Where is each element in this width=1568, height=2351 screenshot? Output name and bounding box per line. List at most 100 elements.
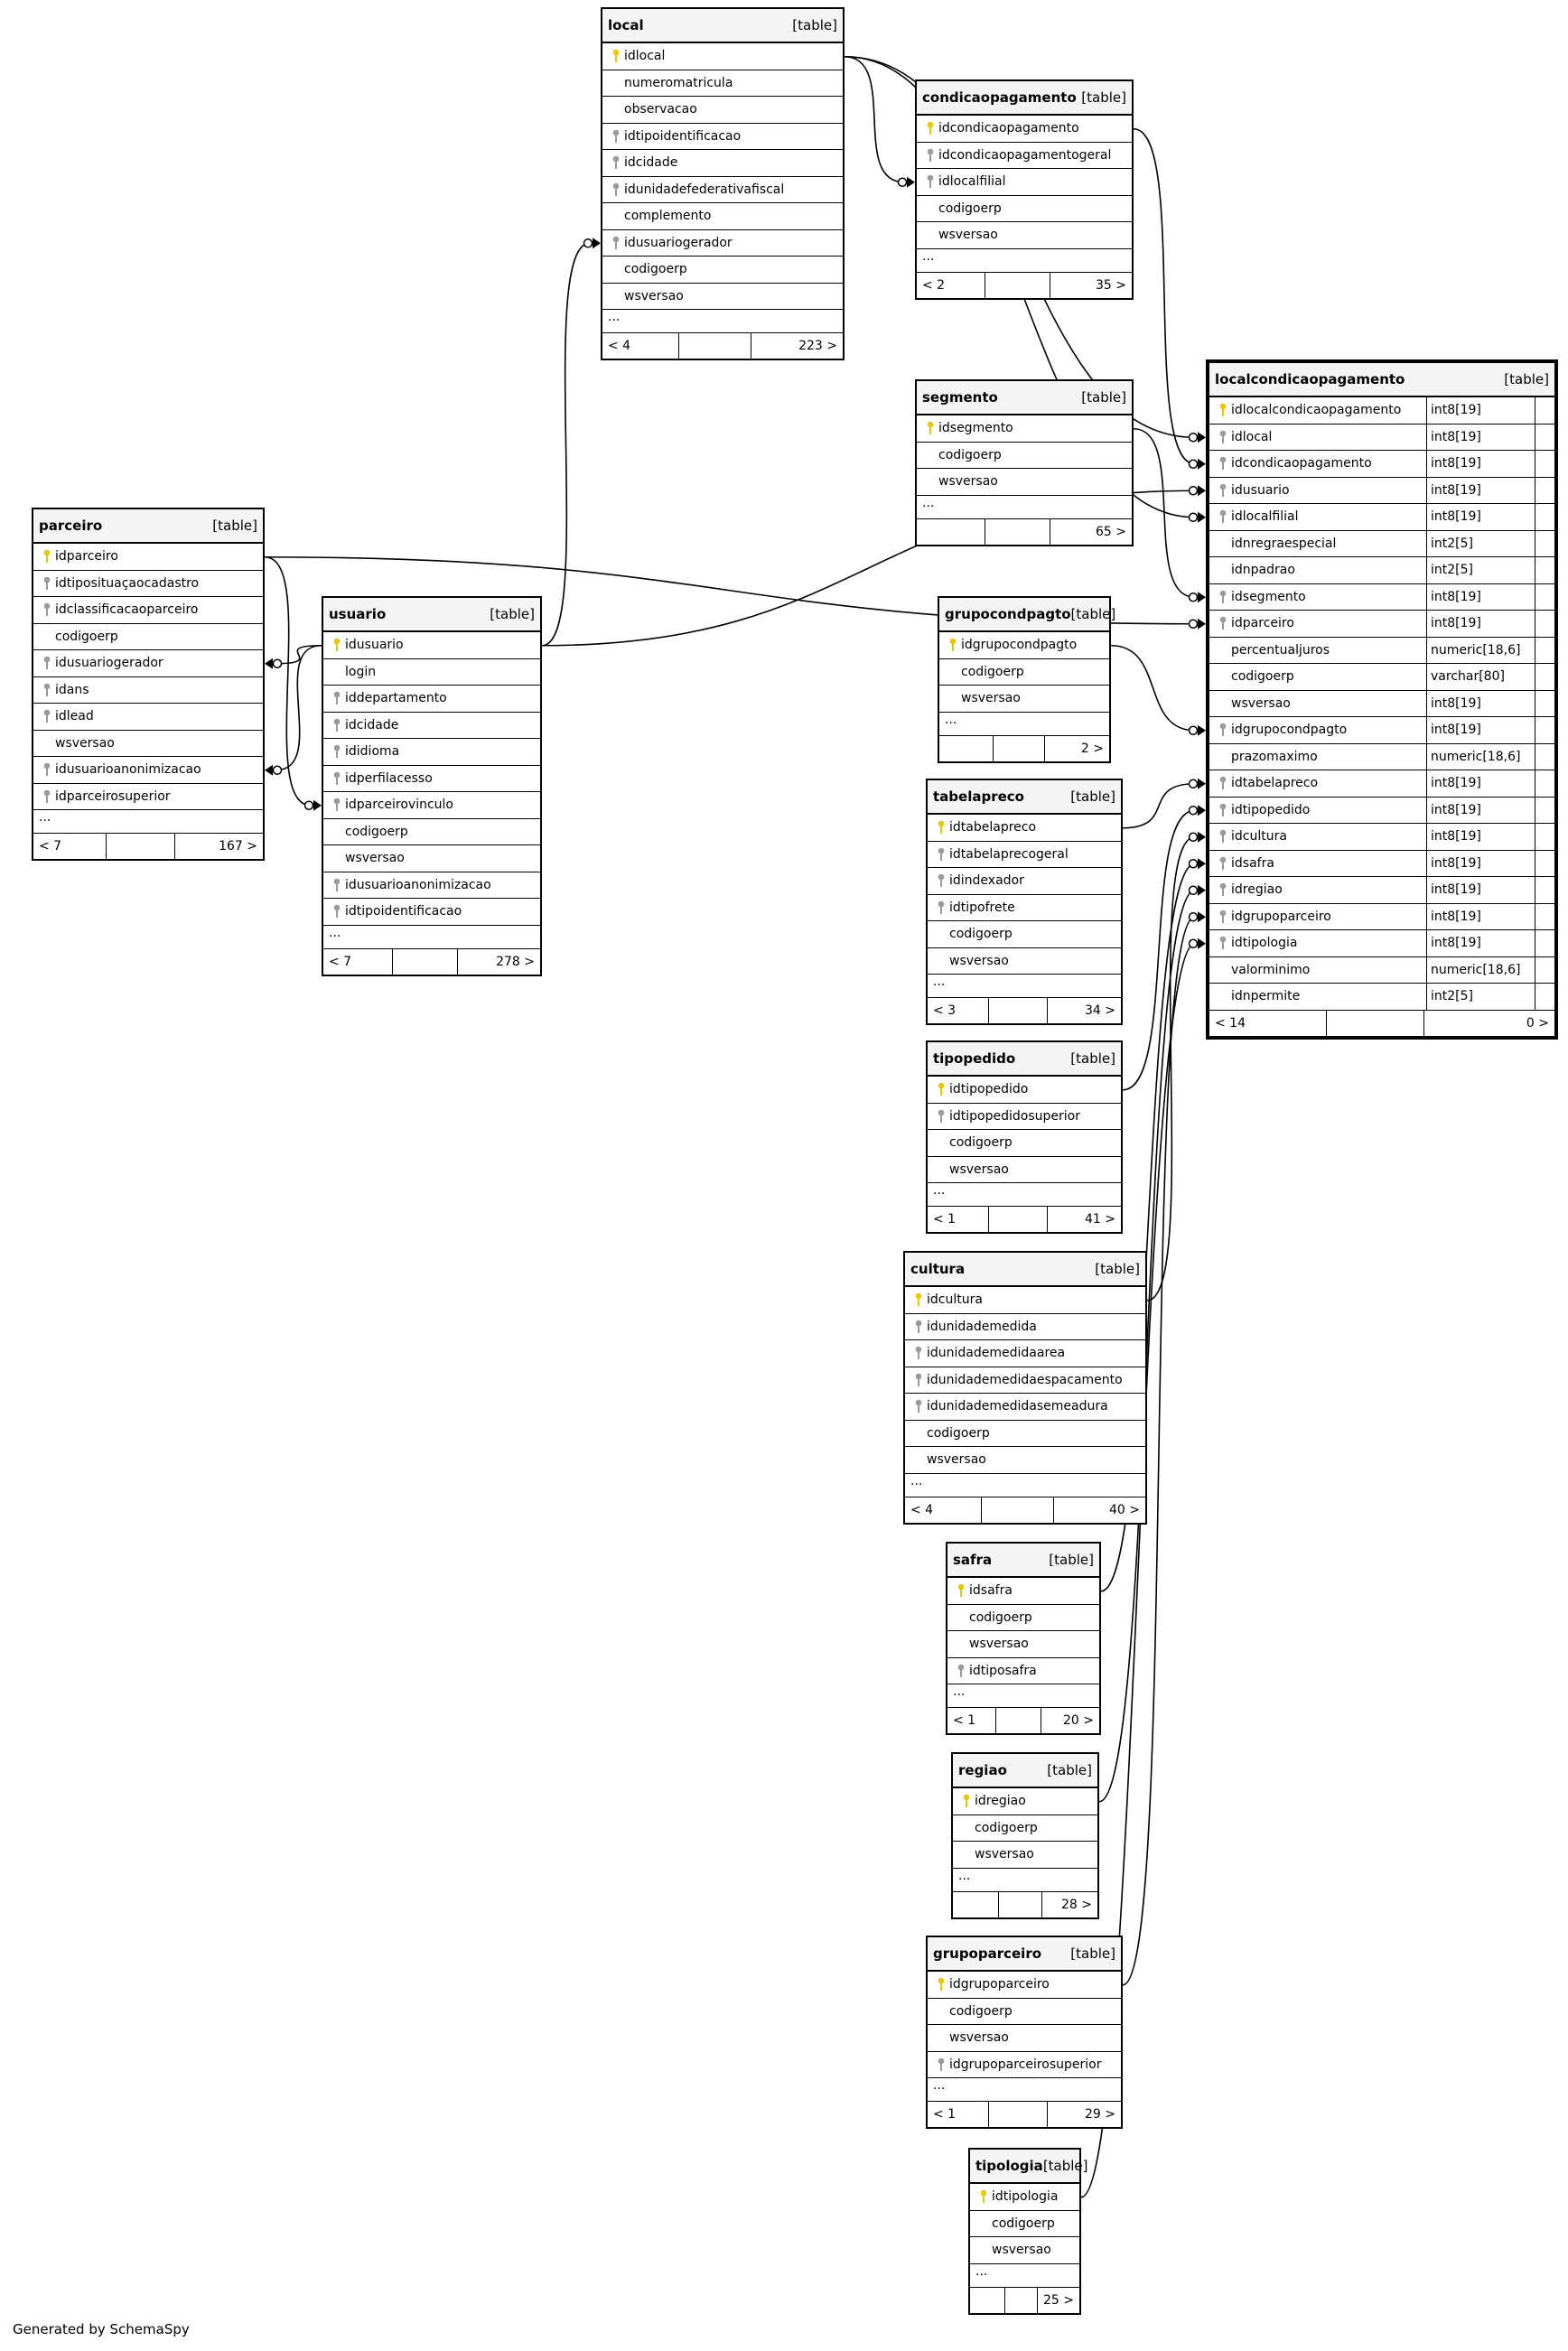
table-name[interactable]: cultura bbox=[910, 1261, 966, 1277]
column-row[interactable]: complemento bbox=[602, 203, 843, 230]
column-row[interactable]: idregiao bbox=[953, 1788, 1097, 1815]
child-count[interactable]: 20 > bbox=[1063, 1713, 1094, 1728]
parent-count[interactable] bbox=[939, 735, 994, 761]
parent-count[interactable]: < 7 bbox=[323, 948, 393, 975]
column-row[interactable]: idtipopedidosuperior bbox=[928, 1104, 1121, 1130]
column-row[interactable]: idtabelaprecogeral bbox=[928, 842, 1121, 868]
table-condicaopagamento[interactable]: condicaopagamento[table]idcondicaopagame… bbox=[915, 79, 1134, 300]
column-row[interactable]: idtabelapreco bbox=[928, 815, 1121, 842]
column-row[interactable]: idgrupoparceirosuperior bbox=[928, 2052, 1121, 2078]
table-name[interactable]: parceiro bbox=[39, 518, 103, 534]
column-row[interactable]: wsversao bbox=[947, 1631, 1099, 1658]
table-name[interactable]: condicaopagamento bbox=[922, 89, 1077, 106]
column-row[interactable]: idparceirosuperior bbox=[33, 784, 263, 810]
child-count[interactable]: 0 > bbox=[1526, 1015, 1549, 1031]
column-row[interactable]: idunidademedidaespacamento bbox=[905, 1367, 1145, 1394]
column-row[interactable]: idusuariogerador bbox=[602, 230, 843, 257]
child-count[interactable]: 34 > bbox=[1085, 1003, 1115, 1018]
parent-count[interactable]: < 3 bbox=[928, 998, 990, 1023]
child-count[interactable]: 278 > bbox=[496, 954, 535, 969]
parent-count[interactable] bbox=[970, 2287, 1005, 2313]
column-row[interactable]: idlocalfilial bbox=[917, 169, 1132, 196]
column-row[interactable]: codigoerp bbox=[970, 2211, 1079, 2237]
column-row[interactable]: idparceiro bbox=[33, 544, 263, 571]
column-row[interactable]: idunidademedidasemeadura bbox=[905, 1394, 1145, 1421]
column-row[interactable]: wsversao bbox=[917, 222, 1132, 249]
column-row[interactable]: idcondicaopagamento bbox=[917, 116, 1132, 143]
child-count[interactable]: 29 > bbox=[1085, 2107, 1115, 2122]
parent-count[interactable]: < 7 bbox=[33, 834, 107, 859]
column-row[interactable]: iddepartamento bbox=[323, 686, 540, 713]
table-name[interactable]: usuario bbox=[329, 606, 387, 622]
column-row[interactable]: codigoerp bbox=[917, 196, 1132, 222]
column-row[interactable]: wsversao bbox=[323, 845, 540, 872]
table-name[interactable]: grupoparceiro bbox=[933, 1945, 1042, 1962]
column-row[interactable]: idlocal bbox=[602, 43, 843, 70]
child-count[interactable]: 40 > bbox=[1109, 1502, 1140, 1517]
column-row[interactable]: idtipologia bbox=[970, 2184, 1079, 2211]
parent-count[interactable]: < 1 bbox=[928, 1207, 990, 1232]
column-row[interactable]: idusuarioanonimizacao bbox=[323, 872, 540, 899]
column-row[interactable]: codigoerp bbox=[33, 624, 263, 650]
column-row[interactable]: idlead bbox=[33, 704, 263, 731]
column-row[interactable]: idgrupoparceiro bbox=[928, 1972, 1121, 1999]
column-row[interactable]: idtipopedido bbox=[928, 1077, 1121, 1104]
column-row[interactable]: wsversao bbox=[905, 1447, 1145, 1474]
table-name[interactable]: safra bbox=[953, 1552, 993, 1568]
column-row[interactable]: idindexador bbox=[928, 868, 1121, 895]
table-name[interactable]: local bbox=[608, 17, 644, 33]
column-row[interactable]: idperfilacesso bbox=[323, 766, 540, 792]
column-row[interactable]: idusuario bbox=[323, 632, 540, 659]
column-row[interactable]: wsversao bbox=[917, 469, 1132, 496]
child-count[interactable]: 223 > bbox=[798, 339, 837, 353]
child-count[interactable]: 28 > bbox=[1061, 1897, 1092, 1912]
parent-count[interactable] bbox=[917, 518, 986, 545]
column-row[interactable]: codigoerp bbox=[928, 921, 1121, 948]
column-row[interactable]: wsversao bbox=[939, 686, 1109, 713]
column-row[interactable]: idsegmento bbox=[917, 415, 1132, 443]
column-row[interactable]: codigoerp bbox=[953, 1815, 1097, 1842]
parent-count[interactable]: < 2 bbox=[917, 272, 986, 298]
column-row[interactable]: observacao bbox=[602, 97, 843, 124]
column-row[interactable]: idans bbox=[33, 677, 263, 704]
column-row[interactable]: idtiposituaçaocadastro bbox=[33, 571, 263, 597]
column-row[interactable]: codigoerp bbox=[947, 1605, 1099, 1631]
table-name[interactable]: tipologia bbox=[975, 2158, 1043, 2174]
column-row[interactable]: codigoerp bbox=[917, 443, 1132, 469]
table-localcondicaopagamento[interactable]: localcondicaopagamento[table]idlocalcond… bbox=[1206, 359, 1558, 1040]
column-row[interactable]: codigoerp bbox=[905, 1421, 1145, 1447]
column-row[interactable]: wsversao bbox=[928, 2025, 1121, 2052]
column-row[interactable]: numeromatricula bbox=[602, 70, 843, 97]
column-row[interactable]: idcidade bbox=[323, 713, 540, 739]
column-row[interactable]: idcultura bbox=[905, 1287, 1145, 1314]
column-row[interactable]: idunidademedidaarea bbox=[905, 1340, 1145, 1367]
column-row[interactable]: wsversao bbox=[602, 284, 843, 310]
child-count[interactable]: 2 > bbox=[1080, 741, 1104, 756]
table-name[interactable]: tabelapreco bbox=[933, 788, 1024, 805]
